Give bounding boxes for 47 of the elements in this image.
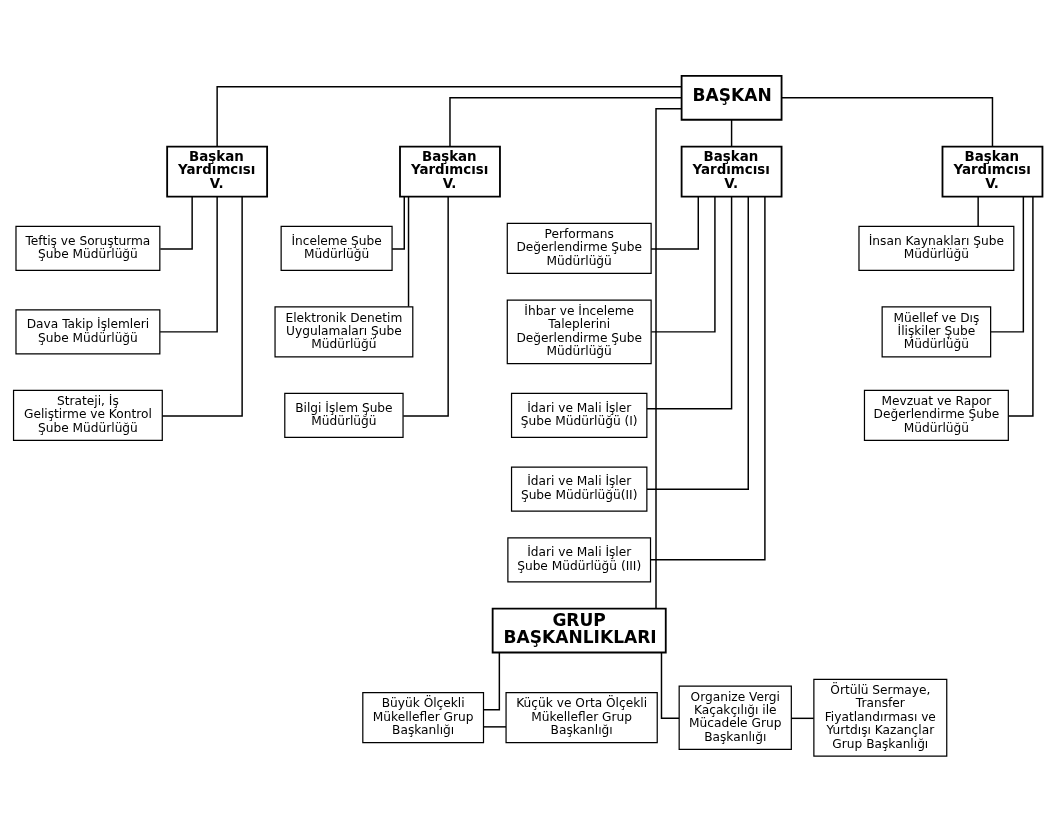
node-box: BAŞKAN — [680, 74, 783, 121]
node-box: Örtülü Sermaye, Transfer Fiyatlandırması ve Yurtdışı Kazançlar Grup Başkanlığı — [813, 678, 948, 757]
node-box: Küçük ve Orta Ölçekli Mükellefler Grup Başkanlığı — [505, 691, 658, 743]
connector — [780, 96, 994, 147]
node-box: Başkan Yardımcısı V. — [680, 145, 783, 197]
node-box: Müellef ve Dış İlişkiler Şube Müdürlüğü — [881, 305, 992, 357]
node-box: Bilgi İşlem Şube Müdürlüğü — [284, 392, 404, 438]
connector — [1007, 195, 1034, 417]
connector — [402, 195, 449, 417]
node-box: Performans Değerlendirme Şube Müdürlüğü — [506, 222, 652, 274]
connector — [977, 195, 979, 227]
node-box: Teftiş ve Soruşturma Şube Müdürlüğü — [15, 225, 161, 271]
connector — [646, 195, 749, 490]
node-box: Başkan Yardımcısı V. — [399, 145, 501, 197]
connector — [407, 195, 410, 307]
connector — [161, 195, 243, 417]
connector — [650, 195, 766, 561]
connector — [159, 195, 193, 250]
connector — [391, 195, 405, 250]
node-box: Mevzuat ve Rapor Değerlendirme Şube Müdürlüğü — [863, 389, 1009, 441]
connector — [990, 195, 1025, 333]
node-box: Strateji, İş Geliştirme ve Kontrol Şube Müdürlüğü — [12, 389, 163, 441]
connector — [482, 725, 507, 728]
connector — [655, 107, 683, 609]
connector — [482, 651, 501, 711]
node-box: GRUP BAŞKANLIKLARI — [491, 607, 667, 653]
node-box: İnsan Kaynakları Şube Müdürlüğü — [858, 225, 1015, 271]
node-box: Başkan Yardımcısı V. — [166, 145, 269, 197]
node-box: İdari ve Mali İşler Şube Müdürlüğü (III) — [507, 536, 652, 582]
node-box: Organize Vergi Kaçakçılığı ile Mücadele Grup Başkanlığı — [678, 684, 792, 750]
connector — [216, 85, 683, 147]
connector — [646, 195, 733, 409]
connector — [159, 195, 218, 333]
node-box: Dava Takip İşlemleri Şube Müdürlüğü — [15, 308, 161, 354]
node-box: Büyük Ölçekli Mükellefler Grup Başkanlığı — [362, 691, 485, 743]
connector — [449, 96, 683, 147]
connector — [790, 717, 815, 719]
node-box: Elektronik Denetim Uygulamaları Şube Müdürlüğü — [274, 305, 414, 357]
node-box: Başkan Yardımcısı V. — [941, 145, 1044, 197]
connector — [660, 651, 680, 719]
node-box: İdari ve Mali İşler Şube Müdürlüğü(II) — [510, 466, 648, 512]
connector — [650, 195, 699, 250]
node-box: İhbar ve İnceleme Taleplerini Değerlendirme Şube Müdürlüğü — [506, 299, 652, 364]
connector — [730, 118, 733, 147]
node-box: İnceleme Şube Müdürlüğü — [280, 225, 393, 271]
connector — [650, 195, 716, 333]
node-box: İdari ve Mali İşler Şube Müdürlüğü (I) — [510, 392, 648, 438]
